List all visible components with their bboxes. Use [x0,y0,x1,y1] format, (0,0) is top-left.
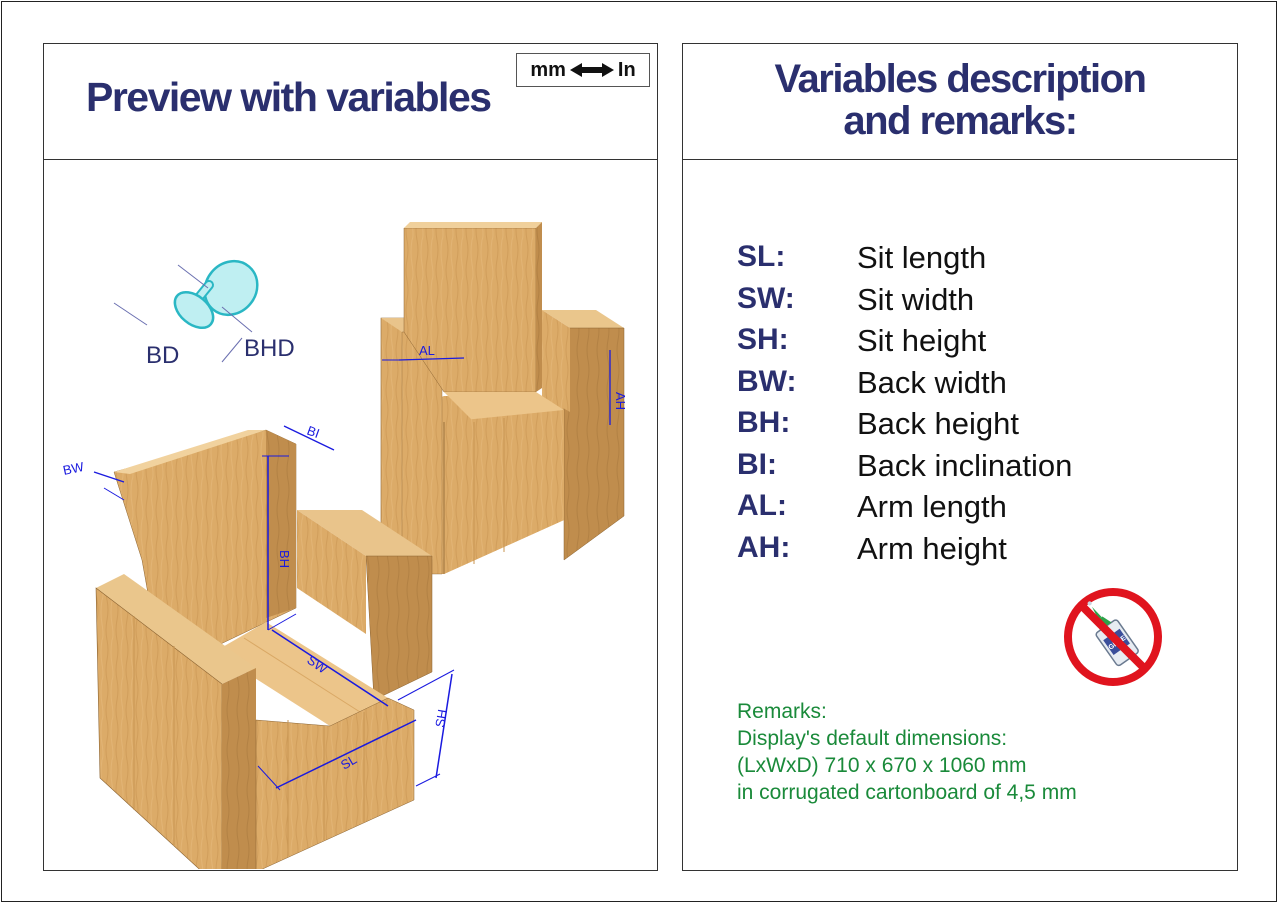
chair-rear-view: AL AH [380,222,628,575]
variable-row: SH: Sit height [737,323,1157,365]
variable-row: SL: Sit length [737,240,1157,282]
preview-title: Preview with variables [86,74,492,120]
variable-description: Arm height [857,530,1007,566]
variable-description: Sit width [857,281,975,317]
variable-row: BI: Back inclination [737,448,1157,490]
variable-description: Sit height [857,323,987,358]
unit-toggle-button[interactable]: mm In [516,53,650,87]
variable-description: Back inclination [857,447,1073,483]
variables-list: SL: Sit length SW: Sit width SH: Sit hei… [737,240,1157,572]
bd-label: BD [146,342,179,369]
variables-title: Variables description and remarks: [683,58,1237,142]
no-glue-icon: GLUE [1064,588,1162,686]
chair-front-view: BH SW SL SH BI BW [62,423,455,891]
double-arrow-icon [569,63,614,77]
pin-fastener-diagram: BD BHD [113,259,295,369]
variable-code: AL: [737,489,787,522]
variable-code: BW: [737,364,797,398]
al-label: AL [419,343,435,358]
sh-label: SH [432,708,450,728]
variable-description: Sit length [857,240,987,275]
variable-description: Arm length [857,489,1007,524]
remarks-block: Remarks: Display's default dimensions: (… [737,698,1077,806]
variable-code: BH: [737,406,791,439]
variables-title-line2: and remarks: [843,99,1078,143]
variable-row: BW: Back width [737,365,1157,407]
variable-code: SH: [737,323,789,356]
remarks-heading: Remarks: [737,700,827,723]
variable-code: SL: [737,240,786,273]
variable-row: SW: Sit width [737,282,1157,324]
variable-code: AH: [737,530,791,564]
bw-label: BW [62,459,86,478]
sl-label: SL [338,752,359,773]
variable-description: Back width [857,364,1007,400]
unit-in-label: In [617,58,636,81]
bi-label: BI [305,423,322,441]
remarks-line: in corrugated cartonboard of 4,5 mm [737,781,1077,804]
bh-label: BH [277,550,292,568]
ah-label: AH [613,392,628,410]
variable-row: AL: Arm length [737,489,1157,531]
chair-illustration: AL AH BD BHD [62,222,628,891]
preview-panel: Preview with variables mm In [43,43,658,891]
variables-panel: Variables description and remarks: SL: S… [682,43,1238,871]
preview-header: Preview with variables mm In [44,44,657,160]
chair-preview: AL AH BD BHD [44,160,656,891]
variables-header: Variables description and remarks: [683,44,1237,160]
remarks-line: Display's default dimensions: [737,727,1008,750]
bhd-label: BHD [244,335,295,362]
unit-mm-label: mm [530,58,566,81]
variables-title-line1: Variables description [774,57,1147,101]
variable-row: BH: Back height [737,406,1157,448]
variable-code: SW: [737,281,795,315]
variable-description: Back height [857,406,1019,441]
variable-code: BI: [737,447,777,481]
variable-row: AH: Arm height [737,531,1157,573]
remarks-line: (LxWxD) 710 x 670 x 1060 mm [737,754,1027,777]
